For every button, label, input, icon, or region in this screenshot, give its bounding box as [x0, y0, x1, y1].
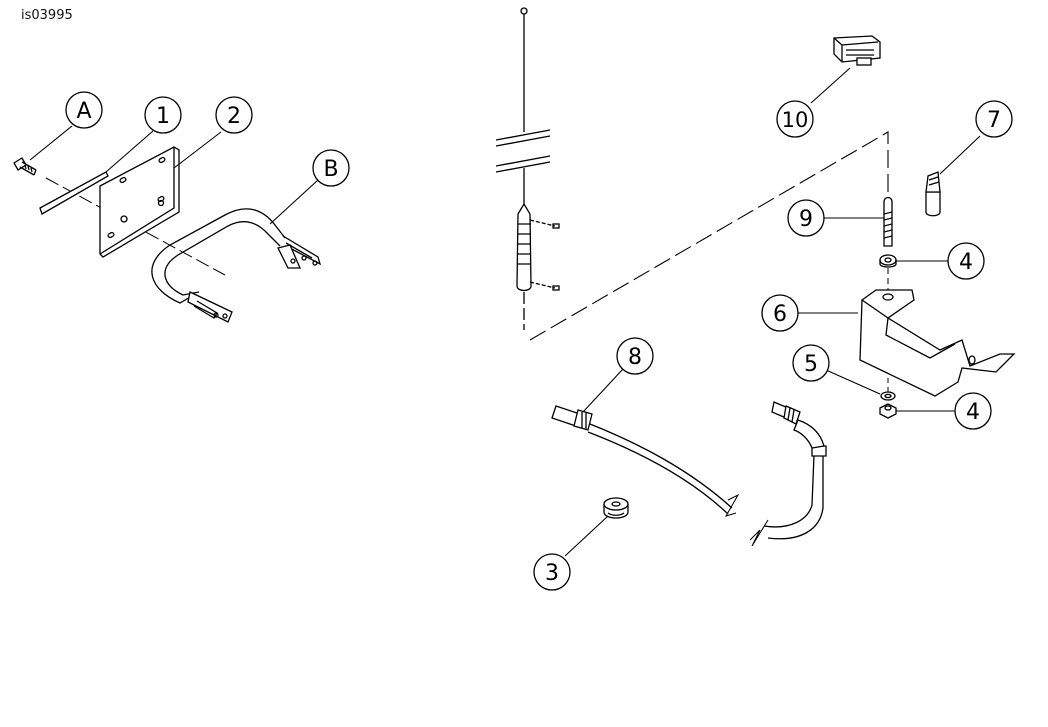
figure-id: is03995	[21, 8, 73, 23]
ferrule	[925, 171, 941, 217]
callout-2: 2	[215, 96, 253, 134]
callout-B: B	[312, 149, 350, 187]
callout-label: 2	[227, 104, 241, 129]
nut-upper	[879, 254, 897, 268]
callout-label: B	[323, 157, 338, 182]
antenna-whip	[495, 7, 560, 330]
callout-label: 1	[156, 104, 170, 129]
callout-label: A	[76, 99, 91, 124]
callout-label: 5	[804, 352, 818, 377]
leader-lines	[29, 67, 981, 557]
callout-label: 7	[987, 108, 1001, 133]
bolt	[13, 157, 37, 176]
strip	[39, 171, 109, 215]
callout-label: 4	[966, 400, 980, 425]
mounting-bracket	[859, 289, 1016, 397]
callout-9: 9	[787, 199, 825, 237]
callout-label: 3	[545, 561, 559, 586]
centerline-right	[529, 131, 889, 341]
callout-5: 5	[792, 344, 830, 382]
bracket-plate	[99, 146, 180, 258]
callout-label: 8	[628, 345, 642, 370]
callout-7: 7	[975, 100, 1013, 138]
callout-8: 8	[616, 337, 654, 375]
grommet	[603, 497, 629, 519]
nut-lower	[879, 403, 897, 419]
callout-3: 3	[533, 553, 571, 591]
stud	[883, 196, 893, 247]
callout-label: 9	[799, 207, 813, 232]
callout-4-lower: 4	[954, 392, 992, 430]
callout-6: 6	[761, 294, 799, 332]
callout-4-upper: 4	[947, 242, 985, 280]
callout-A: A	[65, 91, 103, 129]
callout-label: 6	[773, 302, 787, 327]
tube-mount	[151, 208, 322, 323]
lock-washer	[880, 391, 896, 401]
callout-1: 1	[144, 96, 182, 134]
callout-10: 10	[776, 100, 814, 138]
callout-label: 10	[782, 108, 809, 132]
callout-label: 4	[959, 250, 973, 275]
connector-module	[833, 35, 881, 66]
coax-cable	[551, 401, 827, 547]
